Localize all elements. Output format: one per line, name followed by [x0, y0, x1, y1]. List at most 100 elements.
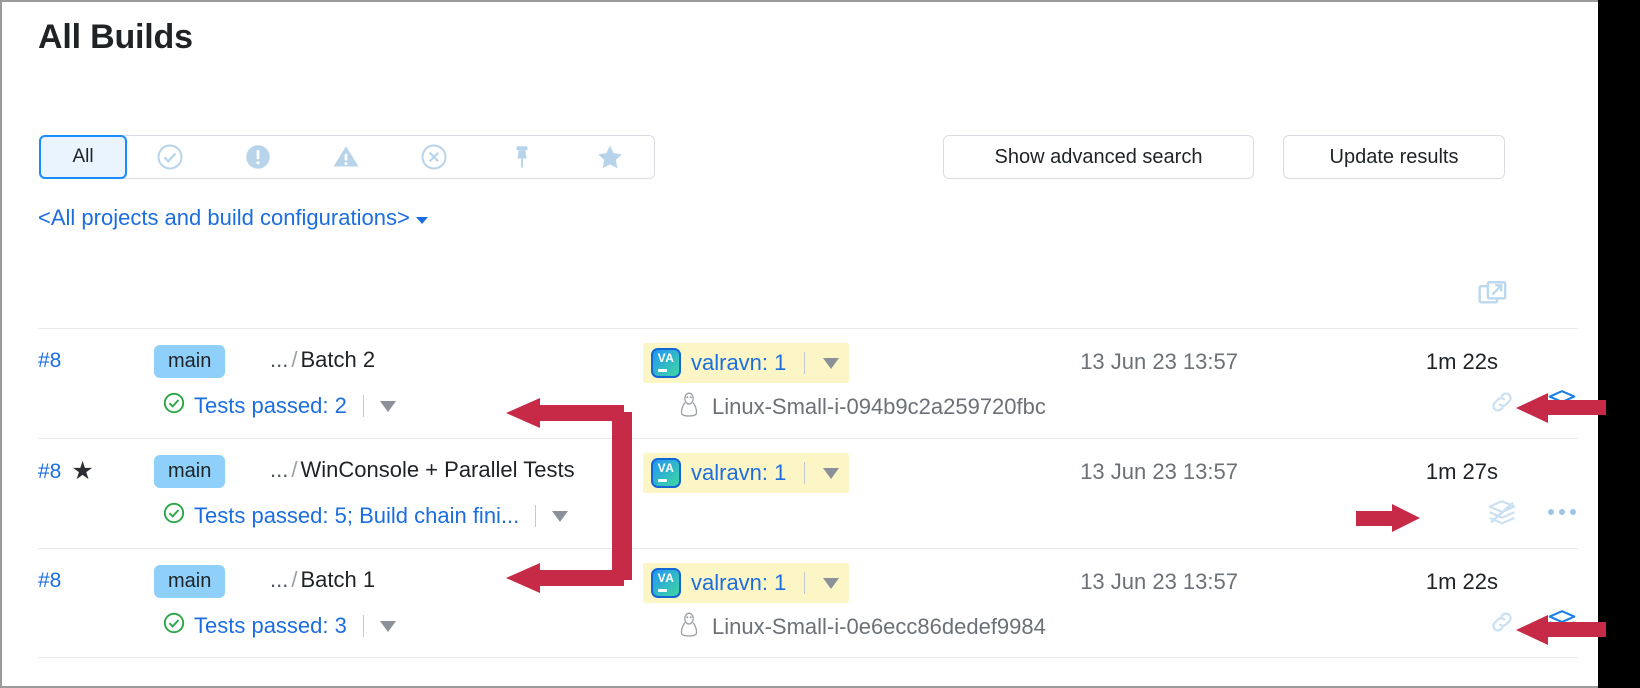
agent-avatar-underline — [658, 369, 667, 372]
build-status: Tests passed: 5; Build chain fini... — [162, 501, 569, 531]
row-actions — [1486, 607, 1578, 637]
build-status-text[interactable]: Tests passed: 2 — [194, 393, 347, 418]
status-divider — [535, 505, 537, 527]
screenshot-letterbox — [1598, 0, 1640, 688]
build-config-path[interactable]: .../WinConsole + Parallel Tests — [270, 457, 575, 483]
chevron-down-icon — [415, 217, 428, 224]
cancelled-filter-icon[interactable] — [390, 136, 478, 178]
path-separator: / — [291, 347, 298, 372]
build-number-link[interactable]: #8 — [38, 349, 62, 372]
agent-avatar-initials: VA — [657, 571, 675, 585]
path-prefix: ... — [270, 457, 289, 482]
filter-tab-all-label: All — [72, 146, 94, 167]
teamcity-builds-panel: All Builds All — [0, 0, 1598, 688]
build-duration: 1m 27s — [1425, 459, 1498, 484]
table-row[interactable]: #8 main .../Batch 1 Tests passed: 3 — [38, 548, 1578, 658]
build-chain-stack-icon[interactable] — [1546, 387, 1578, 417]
build-config-path[interactable]: .../Batch 1 — [270, 567, 375, 593]
agent-host-name: Linux-Small-i-0e6ecc86dedef9984 — [712, 614, 1046, 639]
build-start-time: 13 Jun 23 13:57 — [1080, 569, 1238, 594]
path-separator: / — [291, 567, 298, 592]
page-title: All Builds — [38, 18, 193, 56]
agent-name-link[interactable]: valravn: 1 — [691, 570, 787, 595]
failure-filter-icon[interactable] — [214, 136, 302, 178]
success-filter-icon[interactable] — [126, 136, 214, 178]
build-number-link[interactable]: #8 — [38, 459, 62, 483]
agent-name-link[interactable]: valravn: 1 — [691, 350, 787, 375]
path-separator: / — [291, 457, 298, 482]
build-number-link[interactable]: #8 — [38, 569, 62, 592]
filter-tab-all[interactable]: All — [39, 135, 127, 179]
agent-dropdown-icon[interactable] — [823, 577, 840, 589]
linux-penguin-icon — [678, 391, 700, 423]
row-actions — [1486, 387, 1578, 417]
agent-avatar-initials: VA — [657, 461, 675, 475]
chain-link-icon[interactable] — [1486, 387, 1518, 417]
starred-build-icon[interactable]: ★ — [71, 457, 94, 485]
agent-host: Linux-Small-i-094b9c2a259720fbc — [678, 391, 1046, 423]
agent-name-link[interactable]: valravn: 1 — [691, 460, 787, 485]
linux-penguin-icon — [678, 611, 700, 643]
builds-table: #8 main .../Batch 2 Tests passed: 2 — [38, 328, 1578, 658]
agent-chip[interactable]: VA valravn: 1 — [643, 563, 850, 603]
tagged-filter-icon[interactable] — [566, 136, 654, 178]
status-divider — [362, 615, 364, 637]
warning-filter-icon[interactable] — [302, 136, 390, 178]
update-results-button[interactable]: Update results — [1283, 135, 1505, 179]
build-config-name[interactable]: Batch 1 — [300, 567, 376, 592]
build-config-name[interactable]: WinConsole + Parallel Tests — [300, 457, 575, 482]
branch-tag[interactable]: main — [154, 455, 226, 488]
show-advanced-search-button[interactable]: Show advanced search — [943, 135, 1254, 179]
success-check-icon — [162, 611, 186, 641]
path-prefix: ... — [270, 347, 289, 372]
agent-chip[interactable]: VA valravn: 1 — [643, 453, 850, 493]
pinned-filter-icon[interactable] — [478, 136, 566, 178]
agent-avatar-icon: VA — [651, 348, 681, 378]
agent-avatar-icon: VA — [651, 458, 681, 488]
agent-avatar-icon: VA — [651, 568, 681, 598]
build-status: Tests passed: 3 — [162, 611, 396, 641]
build-status: Tests passed: 2 — [162, 391, 396, 421]
build-duration: 1m 22s — [1425, 569, 1498, 594]
status-divider — [362, 395, 364, 417]
ellipsis-dots — [1548, 509, 1576, 515]
build-number[interactable]: #8 ★ — [38, 459, 94, 484]
build-chain-stack-disabled-icon[interactable] — [1486, 497, 1518, 527]
table-row[interactable]: #8 ★ main .../WinConsole + Parallel Test… — [38, 438, 1578, 548]
status-dropdown-icon[interactable] — [552, 510, 569, 522]
agent-avatar-underline — [658, 589, 667, 592]
branch-tag[interactable]: main — [154, 345, 226, 378]
agent-chip[interactable]: VA valravn: 1 — [643, 343, 850, 383]
build-config-name[interactable]: Batch 2 — [300, 347, 376, 372]
build-status-text[interactable]: Tests passed: 5; Build chain fini... — [194, 503, 520, 528]
agent-divider — [804, 462, 806, 484]
build-status-filter-bar[interactable]: All — [39, 135, 655, 179]
row-actions — [1486, 497, 1578, 527]
path-prefix: ... — [270, 567, 289, 592]
build-duration: 1m 22s — [1425, 349, 1498, 374]
chain-link-icon[interactable] — [1486, 607, 1518, 637]
open-in-new-window-icon[interactable] — [1476, 276, 1510, 310]
agent-host-name: Linux-Small-i-094b9c2a259720fbc — [712, 394, 1046, 419]
agent-dropdown-icon[interactable] — [823, 467, 840, 479]
success-check-icon — [162, 391, 186, 421]
build-config-path[interactable]: .../Batch 2 — [270, 347, 375, 373]
agent-avatar-underline — [658, 479, 667, 482]
project-scope-selector[interactable]: <All projects and build configurations> — [38, 205, 428, 231]
build-start-time: 13 Jun 23 13:57 — [1080, 349, 1238, 374]
build-chain-stack-icon[interactable] — [1546, 607, 1578, 637]
more-actions-ellipsis-icon[interactable] — [1546, 497, 1578, 527]
agent-divider — [804, 352, 806, 374]
agent-dropdown-icon[interactable] — [823, 357, 840, 369]
build-start-time: 13 Jun 23 13:57 — [1080, 459, 1238, 484]
branch-tag[interactable]: main — [154, 565, 226, 598]
table-row[interactable]: #8 main .../Batch 2 Tests passed: 2 — [38, 328, 1578, 438]
build-number[interactable]: #8 — [38, 569, 61, 593]
build-number[interactable]: #8 — [38, 349, 61, 373]
status-dropdown-icon[interactable] — [379, 400, 396, 412]
agent-divider — [804, 572, 806, 594]
status-dropdown-icon[interactable] — [379, 620, 396, 632]
project-scope-label: <All projects and build configurations> — [38, 205, 410, 230]
build-status-text[interactable]: Tests passed: 3 — [194, 613, 347, 638]
